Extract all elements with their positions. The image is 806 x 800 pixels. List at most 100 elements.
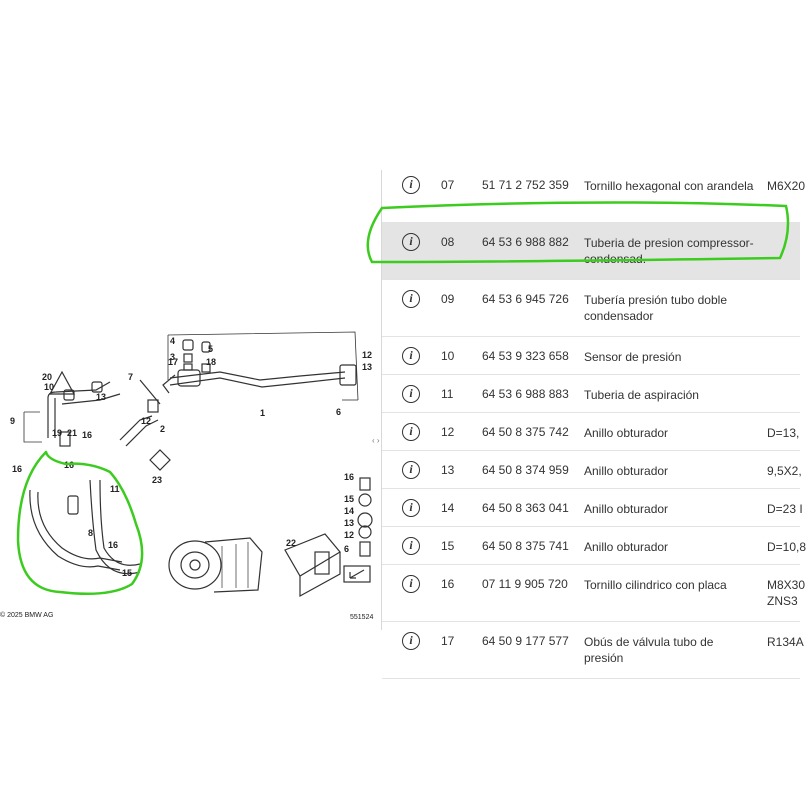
part-number: 64 50 8 375 741 [482,539,569,553]
callout-16c: 16 [64,460,74,470]
item-number: 13 [441,463,455,477]
info-icon[interactable]: i [402,233,420,251]
parts-diagram: 1 2 3 4 5 6 7 8 9 10 11 12 13 12 13 19 2… [0,320,378,630]
parts-row-11[interactable]: i 11 64 53 6 988 883 Tuberia de aspiración [382,375,800,413]
part-number: 64 50 8 363 041 [482,501,569,515]
info-icon[interactable]: i [402,385,420,403]
callout-10: 10 [44,382,54,392]
exploded-view-drawing: 1 2 3 4 5 6 7 8 9 10 11 12 13 12 13 19 2… [10,331,373,598]
part-description: Anillo obturador [584,540,669,554]
parts-list: i 07 51 71 2 752 359 Tornillo hexagonal con… [382,166,806,679]
part-number: 64 50 8 374 959 [482,463,569,477]
callout-7: 7 [128,372,133,382]
callout-16a: 16 [82,430,92,440]
info-icon[interactable]: i [402,423,420,441]
callout-12-top: 12 [362,350,372,360]
callout-9: 9 [10,416,15,426]
figure-number: 551524 [350,614,374,621]
callout-1: 1 [260,408,265,418]
parts-row-07[interactable]: i 07 51 71 2 752 359 Tornillo hexagonal con… [382,166,805,223]
callout-15d: 15 [122,568,132,578]
callout-11: 11 [110,484,120,494]
item-number: 12 [441,425,455,439]
part-description: Sensor de presión [584,350,682,364]
parts-row-08[interactable]: i 08 64 53 6 988 882 Tuberia de presion com… [382,223,800,280]
info-icon[interactable]: i [402,575,420,593]
parts-row-13[interactable]: i 13 64 50 8 374 959 Anillo obturador 9,5X2, [382,451,802,489]
callout-20: 20 [42,372,52,382]
part-number: 64 53 6 988 883 [482,387,569,401]
part-number: 51 71 2 752 359 [482,178,569,192]
part-description: Anillo obturador [584,502,669,516]
part-description: Tornillo cilindrico con placa [584,578,727,592]
item-number: 17 [441,634,455,648]
parts-row-09[interactable]: i 09 64 53 6 945 726 Tubería presión tubo d… [382,280,800,337]
copyright-notice: © 2025 BMW AG [0,612,54,619]
callout-8: 8 [88,528,93,538]
callout-17: 17 [168,357,178,367]
info-icon[interactable]: i [402,176,420,194]
part-spec: M6X20 [767,179,806,193]
callout-15b: 15 [344,494,354,504]
callout-3: 3 [170,352,175,362]
item-number: 09 [441,292,455,306]
item-number: 10 [441,349,455,363]
parts-row-16[interactable]: i 16 07 11 9 905 720 Tornillo cilindrico co… [382,565,805,622]
callout-16b: 16 [12,464,22,474]
callout-13c: 13 [344,518,354,528]
callout-21: 21 [67,428,77,438]
callout-6b: 6 [344,544,349,554]
callout-12c: 12 [344,530,354,540]
item-number: 08 [441,235,455,249]
parts-row-12[interactable]: i 12 64 50 8 375 742 Anillo obturador D=13, [382,413,800,451]
parts-row-15[interactable]: i 15 64 50 8 375 741 Anillo obturador D=10,8 [382,527,806,565]
callout-14: 14 [344,506,354,516]
part-number: 64 53 6 988 882 [482,235,569,249]
splitter-handle-icon[interactable]: ‹ › [372,436,380,445]
part-spec: 9,5X2, [767,464,802,478]
callout-4: 4 [170,336,175,346]
parts-row-14[interactable]: i 14 64 50 8 363 041 Anillo obturador D=23 I [382,489,803,527]
part-description: Tuberia de aspiración [584,388,699,402]
callout-2: 2 [160,424,165,434]
item-number: 15 [441,539,455,553]
part-number: 64 53 9 323 658 [482,349,569,363]
callout-16d: 16 [344,472,354,482]
part-number: 07 11 9 905 720 [482,577,568,591]
callout-12: 12 [141,416,151,426]
info-icon[interactable]: i [402,632,420,650]
part-description: Tuberia de presion compressor-condensad. [584,236,754,266]
callout-22: 22 [286,538,296,548]
callout-23: 23 [152,475,162,485]
part-spec: D=13, [767,426,800,440]
parts-row-17[interactable]: i 17 64 50 9 177 577 Obús de válvula tubo d… [382,622,804,679]
part-number: 64 50 8 375 742 [482,425,569,439]
part-spec: D=23 I [767,502,803,516]
info-icon[interactable]: i [402,461,420,479]
info-icon[interactable]: i [402,347,420,365]
info-icon[interactable]: i [402,537,420,555]
callout-6: 6 [336,407,341,417]
part-number: 64 53 6 945 726 [482,292,569,306]
part-spec: R134A [767,635,804,649]
part-description: Tubería presión tubo doble condensador [584,293,727,323]
part-number: 64 50 9 177 577 [482,634,569,648]
callout-5: 5 [208,344,213,354]
item-number: 11 [441,387,454,401]
part-description: Anillo obturador [584,426,669,440]
callout-13-top: 13 [362,362,372,372]
panel-splitter[interactable] [381,170,382,630]
callout-16e: 16 [108,540,118,550]
info-icon[interactable]: i [402,499,420,517]
part-description: Obús de válvula tubo de presión [584,635,714,665]
item-number: 14 [441,501,455,515]
item-number: 16 [441,577,455,591]
info-icon[interactable]: i [402,290,420,308]
part-description: Anillo obturador [584,464,669,478]
part-spec: D=10,8 [767,540,806,554]
parts-row-10[interactable]: i 10 64 53 9 323 658 Sensor de presión [382,337,800,375]
part-description: Tornillo hexagonal con arandela [584,179,754,193]
item-number: 07 [441,178,455,192]
callout-19: 19 [52,428,62,438]
callout-18: 18 [206,357,216,367]
